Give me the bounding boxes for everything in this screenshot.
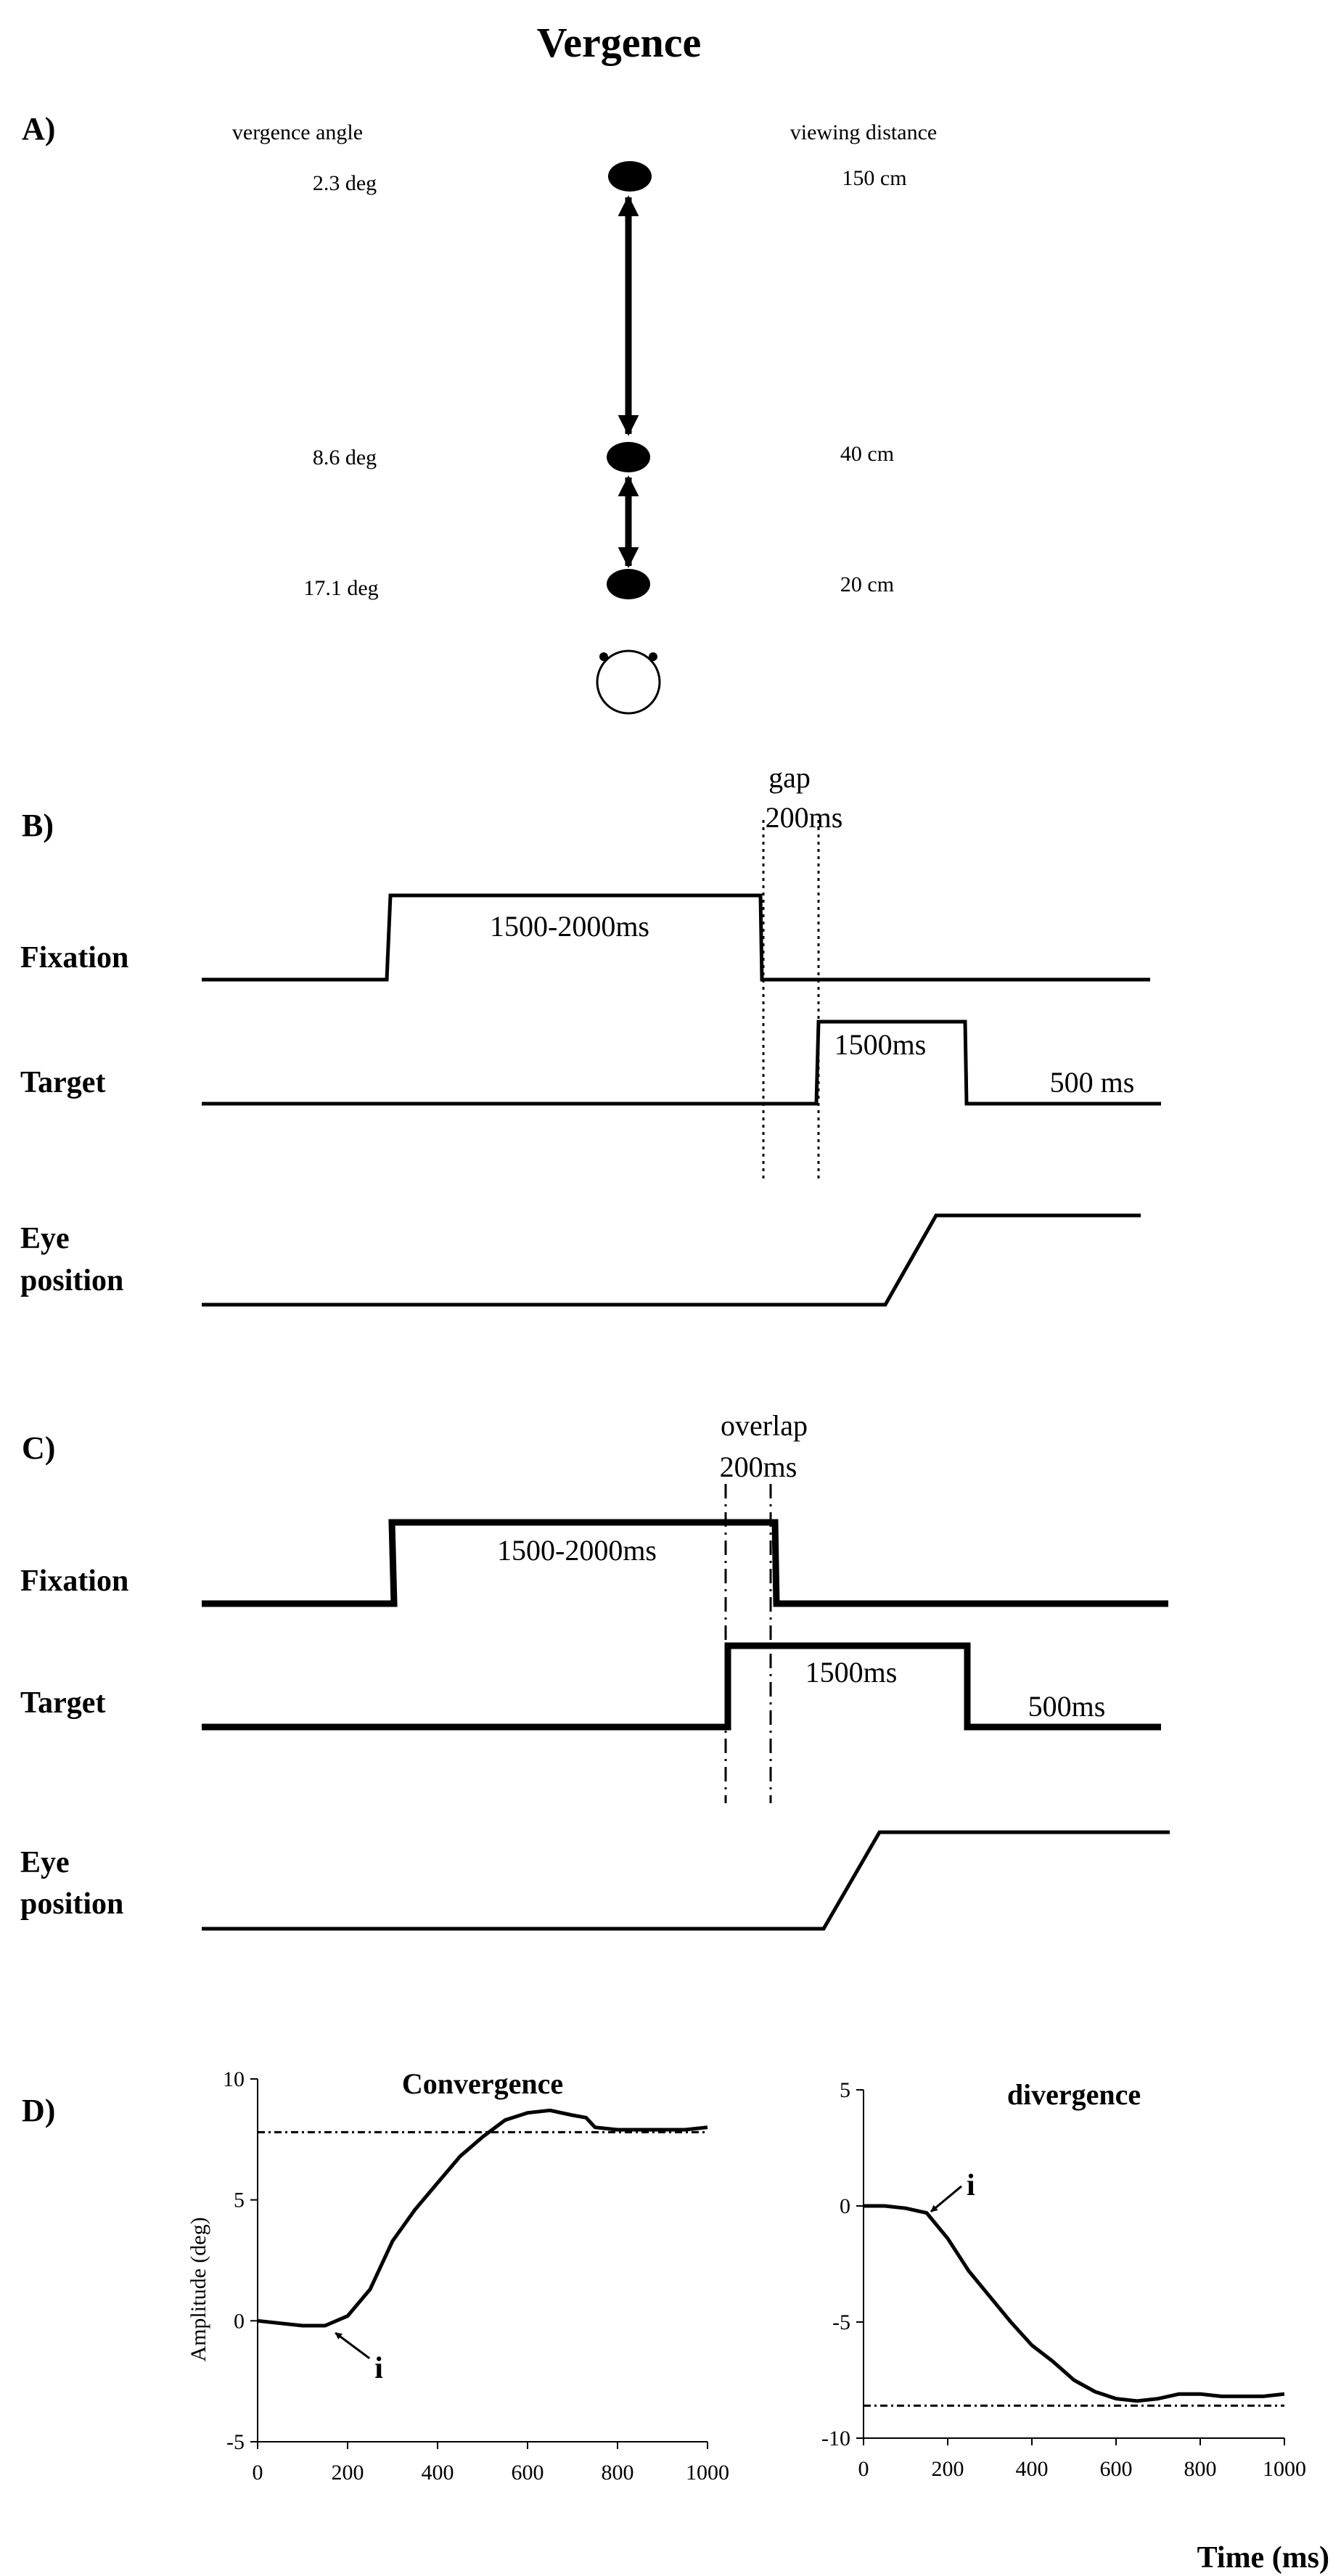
time-axis-label: Time (ms) [1197, 2541, 1329, 2575]
target-duration: 1500ms [834, 1028, 927, 1061]
post-duration: 500 ms [1050, 1066, 1135, 1099]
x-tick-label: 200 [332, 2461, 364, 2485]
panel-d-label: D) [22, 2093, 55, 2128]
fixation-duration: 1500-2000ms [490, 910, 649, 943]
marker-arrow [335, 2331, 371, 2360]
y-tick-label: 0 [840, 2194, 850, 2218]
x-tick-label: 400 [422, 2461, 454, 2485]
figure-title: Vergence [537, 19, 702, 66]
x-tick-label: 800 [602, 2461, 634, 2485]
target-trace [202, 1642, 1161, 1731]
overlap-duration-label: 200ms [720, 1451, 797, 1483]
divergence-chart: 5 0 -5 -10 0 200 400 600 800 1000 divergence i [821, 2078, 1306, 2481]
y-tick-label: -5 [226, 2430, 245, 2454]
eye-row-label-2: position [20, 1264, 123, 1297]
panel-d: D) 10 5 0 -5 0 200 400 600 800 1000 ConvergenceAmp… [22, 2067, 1329, 2575]
y-axis-label: Amplitude (deg) [186, 2217, 210, 2361]
target-mid [607, 442, 650, 472]
panel-a: A) vergence angle viewing distance 2.3 d… [22, 111, 937, 715]
vergence-angle-header: vergence angle [232, 120, 363, 144]
gap-duration-label: 200ms [766, 801, 843, 834]
x-tick-label: 600 [512, 2461, 544, 2485]
post-duration: 500ms [1028, 1690, 1106, 1723]
overlap-label: overlap [721, 1409, 808, 1442]
panel-b-label: B) [22, 808, 54, 843]
gap-label: gap [768, 761, 811, 794]
viewing-distance-header: viewing distance [790, 120, 937, 144]
y-tick-label: 10 [223, 2067, 245, 2091]
y-tick-label: 5 [234, 2189, 245, 2212]
distance-far: 150 cm [842, 166, 906, 190]
fixation-trace [202, 893, 1150, 982]
chart-title: Convergence [402, 2067, 563, 2100]
data-line [864, 2204, 1285, 2403]
target-row-label: Target [20, 1066, 105, 1099]
fixation-row-label: Fixation [20, 1564, 128, 1598]
y-tick-label: 0 [234, 2309, 245, 2333]
panel-c: C) overlap 200ms Fixation Target Eye pos… [20, 1409, 1170, 1931]
x-tick-label: 600 [1100, 2457, 1133, 2481]
x-tick-label: 1000 [686, 2461, 729, 2485]
angle-mid: 8.6 deg [313, 446, 377, 469]
x-tick-label: 400 [1016, 2457, 1049, 2481]
eye-row-label-1: Eye [20, 1846, 70, 1879]
marker-arrow [930, 2185, 962, 2212]
x-tick-label: 0 [253, 2461, 263, 2485]
target-duration: 1500ms [805, 1656, 898, 1689]
angle-far: 2.3 deg [313, 171, 377, 195]
y-tick-label: 5 [840, 2078, 850, 2102]
fixation-row-label: Fixation [20, 941, 128, 975]
target-near [607, 569, 650, 599]
distance-near: 20 cm [840, 573, 894, 596]
marker-label: i [967, 2169, 975, 2202]
fixation-duration: 1500-2000ms [497, 1534, 657, 1567]
eye-row-label-1: Eye [20, 1222, 70, 1255]
panel-c-label: C) [22, 1430, 55, 1466]
panel-b: B) gap 200ms Fixation Target Eye positio… [20, 761, 1161, 1307]
eye-position-trace [202, 1213, 1141, 1307]
convergence-chart: 10 5 0 -5 0 200 400 600 800 1000 ConvergenceAmplit… [186, 2067, 729, 2485]
target-trace [202, 1020, 1161, 1106]
target-row-label: Target [20, 1686, 105, 1720]
y-tick-label: -5 [832, 2310, 850, 2334]
eye-position-trace [202, 1830, 1170, 1931]
chart-title: divergence [1007, 2078, 1141, 2111]
panel-a-label: A) [22, 111, 55, 147]
x-tick-label: 0 [858, 2457, 869, 2481]
x-tick-label: 1000 [1263, 2457, 1306, 2481]
target-far [608, 161, 652, 192]
marker-label: i [374, 2352, 383, 2385]
data-line [257, 2108, 708, 2328]
fixation-trace [202, 1519, 1168, 1607]
x-tick-label: 800 [1184, 2457, 1217, 2481]
y-tick-label: -10 [821, 2427, 850, 2450]
angle-near: 17.1 deg [303, 576, 378, 600]
eye-row-label-2: position [20, 1887, 123, 1921]
head-icon [596, 649, 661, 715]
x-tick-label: 200 [932, 2457, 964, 2481]
distance-mid: 40 cm [840, 442, 894, 466]
